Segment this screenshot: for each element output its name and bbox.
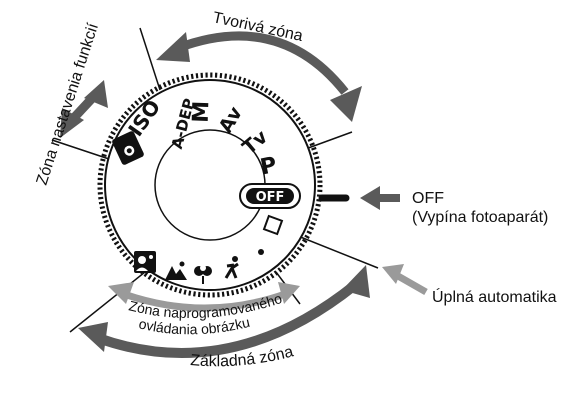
camera-function-icon <box>112 131 144 165</box>
mode-dial: ISO A-DEP M Av Tv P OFF <box>97 72 323 298</box>
full-auto-arrow <box>382 264 428 296</box>
off-label: OFF <box>412 190 444 207</box>
programmed-zone-label-path1: Zóna naprogramovaného <box>127 290 284 321</box>
full-auto-label: Úplná automatika <box>432 287 557 306</box>
scene-closeup-icon <box>194 265 212 284</box>
off-pointer-arrow <box>360 186 400 210</box>
full-auto-square-icon <box>262 214 284 236</box>
dial-off-label: OFF <box>256 190 285 205</box>
dial-mode-m: M <box>189 100 215 123</box>
off-description: (Vypína fotoaparát) <box>412 209 548 226</box>
programmed-zone-label-line1: Zóna naprogramovaného <box>127 290 284 321</box>
function-zone-arrow <box>60 80 108 138</box>
dial-mode-p: P <box>258 153 279 181</box>
scene-landscape-icon <box>165 261 187 280</box>
scene-portrait-icon <box>134 251 156 273</box>
programmed-zone-arrow <box>108 282 300 312</box>
dial-off-position: OFF <box>239 183 301 209</box>
creative-zone-arrow <box>156 31 362 122</box>
basic-zone-arrow <box>78 265 370 358</box>
dial-teeth-ring <box>97 72 323 298</box>
scene-sports-icon <box>224 256 239 279</box>
scene-night-portrait-icon <box>247 245 265 263</box>
